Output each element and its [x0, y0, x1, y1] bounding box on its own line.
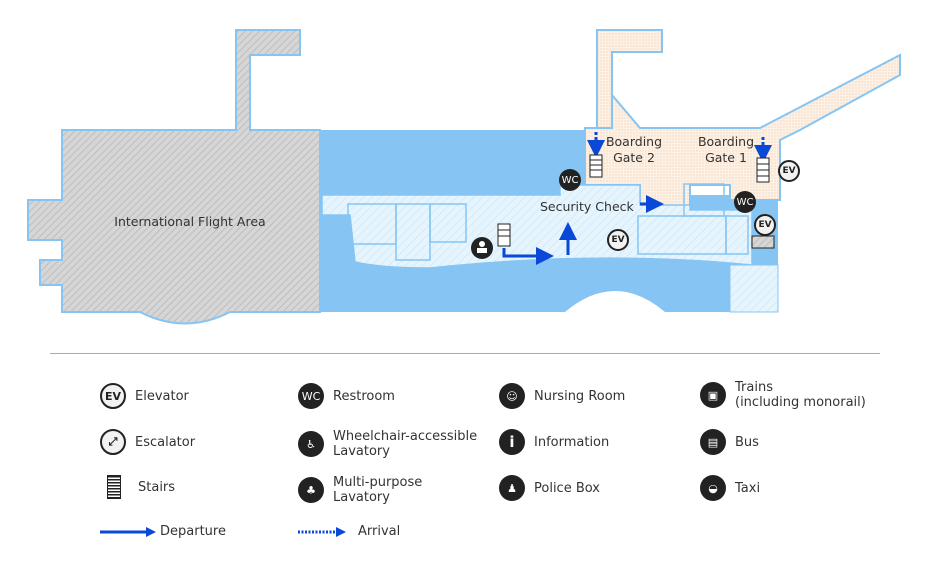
legend-label: Escalator	[135, 434, 196, 450]
legend-elevator: EV Elevator	[100, 383, 189, 409]
international-flight-area	[27, 29, 321, 325]
escalator-icon: ⤢	[100, 429, 126, 455]
legend-label: Restroom	[333, 388, 395, 404]
stairs-icon	[107, 475, 121, 499]
restroom-icon: WC	[734, 191, 756, 213]
elevator-icon: EV	[778, 160, 800, 182]
legend-taxi: ◒ Taxi	[700, 475, 760, 501]
legend-label: Bus	[735, 434, 759, 450]
departure-arrow	[502, 247, 554, 265]
legend-label: Lavatory	[333, 490, 390, 505]
restroom-icon: WC	[559, 169, 581, 191]
train-icon: ▣	[700, 382, 726, 408]
legend-bus: ▤ Bus	[700, 429, 759, 455]
legend-arrival: Arrival	[298, 524, 400, 539]
elevator-icon: EV	[607, 229, 629, 251]
divider	[50, 353, 880, 354]
legend-label: Elevator	[135, 388, 189, 404]
legend-departure: Departure	[100, 524, 226, 539]
legend-label: Wheelchair-accessible	[333, 429, 478, 444]
departure-arrow-icon	[100, 526, 156, 537]
legend-label: (including monorail)	[735, 395, 866, 410]
legend-label: Nursing Room	[534, 388, 626, 404]
gate-label-line: Boarding	[605, 134, 663, 149]
legend-label: Stairs	[138, 479, 176, 495]
wheelchair-icon: ♿	[298, 431, 324, 457]
legend-police-box: ♟ Police Box	[499, 475, 600, 501]
taxi-icon: ◒	[700, 475, 726, 501]
legend-label: Departure	[160, 524, 226, 539]
elevator-icon: EV	[100, 383, 126, 409]
legend-label: Lavatory	[333, 444, 390, 459]
police-box-icon: ♟	[499, 475, 525, 501]
legend-label: Police Box	[534, 480, 600, 496]
legend-nursing-room: ☺ Nursing Room	[499, 383, 625, 409]
legend-label: Trains	[735, 380, 773, 395]
elevator-icon: EV	[754, 214, 776, 236]
escalator-icon	[751, 235, 775, 249]
restroom-icon: WC	[298, 383, 324, 409]
arrival-arrow-icon	[298, 526, 346, 537]
gate-label-line: Gate 2	[613, 150, 655, 165]
legend-restroom: WC Restroom	[298, 383, 395, 409]
legend-label: Multi-purpose	[333, 475, 423, 490]
security-check-label: Security Check	[540, 199, 634, 214]
bus-icon: ▤	[700, 429, 726, 455]
legend-stairs: Stairs	[100, 475, 175, 499]
information-icon: i	[499, 429, 525, 455]
gate-label-line: Boarding	[697, 134, 755, 149]
nursing-room-icon: ☺	[499, 383, 525, 409]
legend-trains: ▣ Trains(including monorail)	[700, 380, 866, 410]
multipurpose-lavatory-icon: ♣	[298, 477, 324, 503]
gate-label-line: Gate 1	[705, 150, 747, 165]
legend-label: Information	[534, 434, 610, 450]
stairs-icon	[497, 223, 511, 247]
floor-plan	[27, 29, 901, 325]
legend-label: Arrival	[358, 524, 401, 539]
international-area-label: International Flight Area	[114, 214, 266, 229]
legend-information: i Information	[499, 429, 609, 455]
legend-label: Taxi	[735, 480, 761, 496]
legend-escalator: ⤢ Escalator	[100, 429, 195, 455]
